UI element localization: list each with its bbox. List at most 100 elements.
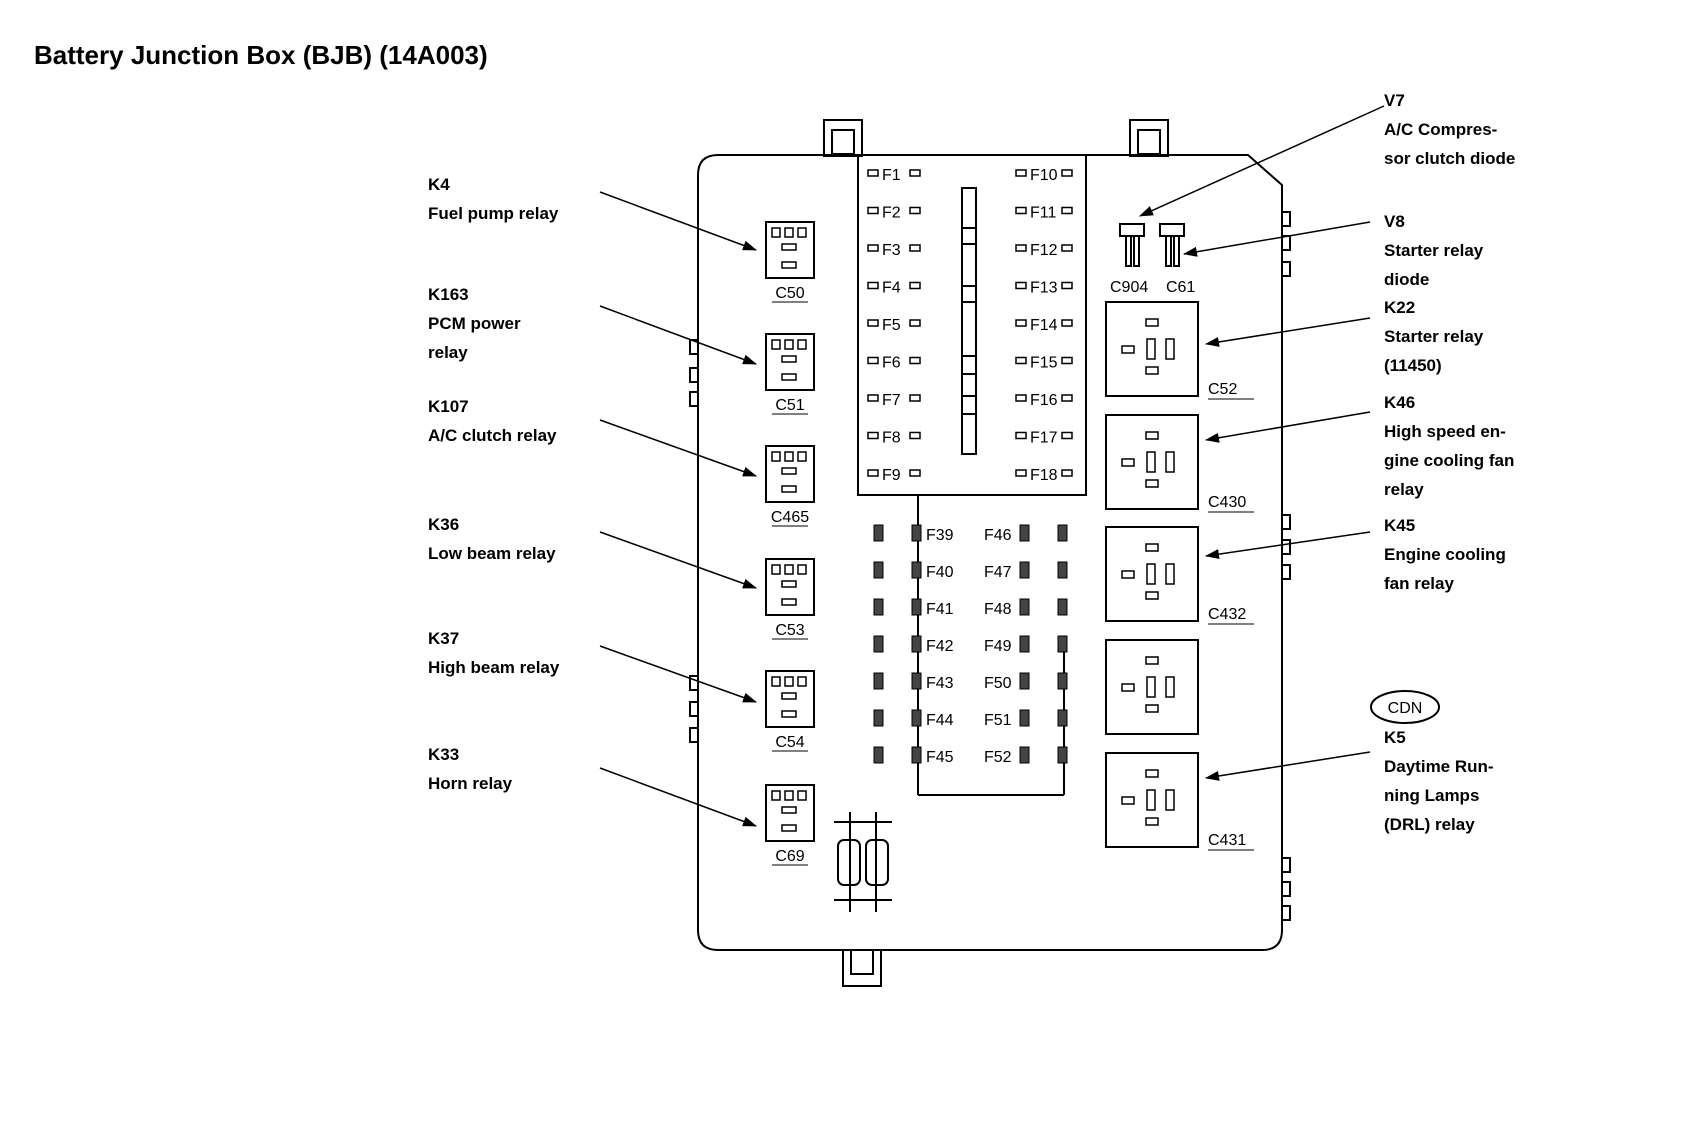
fuse-label-f7: F7 xyxy=(882,392,901,409)
fuse-f14: F14 xyxy=(1015,317,1073,334)
callout-k4-line-0: K4 xyxy=(428,175,450,194)
small-relay-c51: C51 xyxy=(765,333,815,415)
fuse-label-f15: F15 xyxy=(1030,355,1058,372)
callout-k45-line-1: Engine cooling xyxy=(1384,545,1506,564)
fuse-f15: F15 xyxy=(1015,355,1073,372)
fuse-f48: F48 xyxy=(984,598,1068,618)
large-relay-c52: C52 xyxy=(1105,301,1254,400)
callout-k22-line-2: (11450) xyxy=(1384,356,1442,375)
callout-k36-line-1: Low beam relay xyxy=(428,544,556,563)
callout-k46-line-2: gine cooling fan xyxy=(1384,451,1514,470)
large-relay-c431: C431 xyxy=(1105,752,1254,851)
connector-label-c53: C53 xyxy=(775,622,804,639)
callout-k37-line-0: K37 xyxy=(428,629,459,648)
small-relay-c54: C54 xyxy=(765,670,815,752)
fuse-label-f12: F12 xyxy=(1030,242,1058,259)
callout-k163-arrow xyxy=(599,305,757,365)
callout-v8-line-2: diode xyxy=(1384,270,1429,289)
fusible-link xyxy=(834,812,892,912)
fuse-label-f6: F6 xyxy=(882,355,901,372)
connector-label-c61: C61 xyxy=(1166,279,1195,296)
callout-k163-line-1: PCM power xyxy=(428,314,521,333)
callout-k45-line-0: K45 xyxy=(1384,516,1415,535)
fuse-label-f39: F39 xyxy=(926,527,954,544)
fuse-label-f9: F9 xyxy=(882,467,901,484)
fuse-f42: F42 xyxy=(873,635,954,655)
fuse-label-f44: F44 xyxy=(926,712,954,729)
fuse-label-f50: F50 xyxy=(984,675,1012,692)
fuse-f17: F17 xyxy=(1015,430,1073,447)
fuse-f50: F50 xyxy=(984,672,1068,692)
upper-fuse-panel xyxy=(857,155,1087,496)
callout-v8-line-0: V8 xyxy=(1384,212,1405,231)
cdn-badge: CDN xyxy=(1370,690,1440,724)
small-relay-c465: C465 xyxy=(765,445,815,527)
fuse-label-f47: F47 xyxy=(984,564,1012,581)
fuse-label-f5: F5 xyxy=(882,317,901,334)
callout-k4-line-1: Fuel pump relay xyxy=(428,204,559,223)
callout-k163-line-2: relay xyxy=(428,343,468,362)
connector-label-c431: C431 xyxy=(1208,832,1246,849)
callout-k5-line-3: (DRL) relay xyxy=(1384,815,1475,834)
callout-k36-arrow xyxy=(599,531,757,589)
cdn-badge-text: CDN xyxy=(1388,700,1423,717)
fuse-label-f41: F41 xyxy=(926,601,954,618)
small-relay-c53: C53 xyxy=(765,558,815,640)
large-relay-c432: C432 xyxy=(1105,526,1254,625)
fuse-f12: F12 xyxy=(1015,242,1073,259)
fuse-f1: F1 xyxy=(867,167,921,184)
fuse-label-f16: F16 xyxy=(1030,392,1058,409)
callout-k37-line-1: High beam relay xyxy=(428,658,560,677)
fuse-label-f13: F13 xyxy=(1030,280,1058,297)
small-relay-c69: C69 xyxy=(765,784,815,866)
fuse-f46: F46 xyxy=(984,524,1068,544)
connector-label-c51: C51 xyxy=(775,397,804,414)
junction-box-housing xyxy=(689,119,1291,987)
fuse-label-f17: F17 xyxy=(1030,430,1058,447)
callout-k46-line-3: relay xyxy=(1384,480,1424,499)
connector-label-c432: C432 xyxy=(1208,606,1246,623)
callout-v7-arrow xyxy=(1139,105,1385,217)
callout-v7-line-0: V7 xyxy=(1384,91,1405,110)
fuse-label-f10: F10 xyxy=(1030,167,1058,184)
fuse-f18: F18 xyxy=(1015,467,1073,484)
callout-k4-arrow xyxy=(599,191,757,251)
callout-k33-line-1: Horn relay xyxy=(428,774,513,793)
callout-k22-arrow xyxy=(1205,317,1371,347)
callout-k5-line-2: ning Lamps xyxy=(1384,786,1479,805)
fuse-f39: F39 xyxy=(873,524,954,544)
callout-k37-arrow xyxy=(599,645,757,703)
callout-k5-arrow xyxy=(1205,751,1371,781)
fuse-label-f40: F40 xyxy=(926,564,954,581)
fuse-f43: F43 xyxy=(873,672,954,692)
fuse-f11: F11 xyxy=(1015,205,1073,222)
fuse-label-f11: F11 xyxy=(1030,205,1056,222)
callout-k22-line-0: K22 xyxy=(1384,298,1415,317)
fuse-f4: F4 xyxy=(867,280,921,297)
connector-label-c50: C50 xyxy=(775,285,804,302)
connector-label-c430: C430 xyxy=(1208,494,1246,511)
fuse-f2: F2 xyxy=(867,205,921,222)
fuse-f3: F3 xyxy=(867,242,921,259)
callout-v7-line-2: sor clutch diode xyxy=(1384,149,1515,168)
callout-v7-line-1: A/C Compres- xyxy=(1384,120,1497,139)
fuse-f9: F9 xyxy=(867,467,921,484)
fuse-f13: F13 xyxy=(1015,280,1073,297)
callout-k46-arrow xyxy=(1205,411,1371,443)
fuse-label-f4: F4 xyxy=(882,280,901,297)
fuse-label-f45: F45 xyxy=(926,749,954,766)
callout-k33-arrow xyxy=(599,767,757,827)
fuse-label-f8: F8 xyxy=(882,430,901,447)
